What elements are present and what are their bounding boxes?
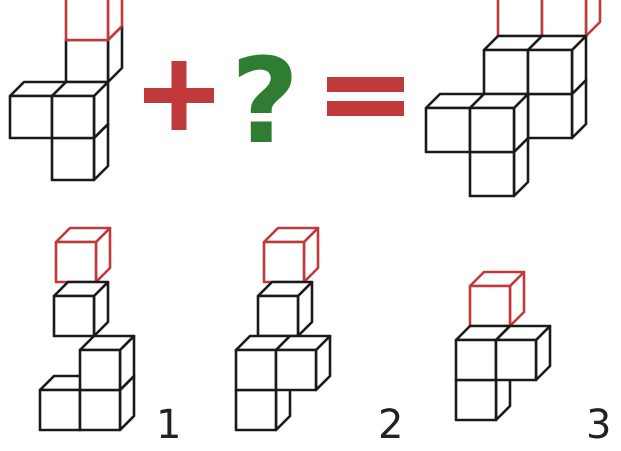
figure-base-shape xyxy=(8,0,124,182)
option-2-shape[interactable] xyxy=(234,226,332,432)
cube-front-face xyxy=(8,94,54,140)
cube-front-face xyxy=(50,94,96,140)
equals-bottom-bar xyxy=(327,101,404,116)
option-1-shape[interactable] xyxy=(38,226,136,432)
cube-front-face xyxy=(526,92,574,140)
cube-front-face xyxy=(468,150,516,198)
cube-front-face xyxy=(496,0,544,38)
cube-front-face xyxy=(78,348,122,392)
cube-front-face xyxy=(38,388,82,432)
cube-front-face xyxy=(274,348,318,392)
option-2-label[interactable]: 2 xyxy=(378,402,403,448)
cube-front-face xyxy=(468,106,516,154)
cube-front-face xyxy=(424,106,472,154)
equals-operator xyxy=(327,77,404,116)
equals-top-bar xyxy=(327,77,404,92)
question-mark: ? xyxy=(231,32,299,170)
cube-side-face xyxy=(584,0,602,38)
cube-front-face xyxy=(482,48,530,96)
cube-front-face xyxy=(54,240,98,284)
cube-front-face xyxy=(454,378,498,422)
option-1-label[interactable]: 1 xyxy=(156,402,181,448)
cube-front-face xyxy=(256,294,300,338)
figure-result-shape xyxy=(424,0,602,198)
cube-front-face xyxy=(468,284,512,328)
plus-vertical-bar xyxy=(171,61,187,130)
cube-front-face xyxy=(234,348,278,392)
cube-front-face xyxy=(454,338,498,382)
cube-front-face xyxy=(262,240,306,284)
cube-front-face xyxy=(234,388,278,432)
cube-front-face xyxy=(540,0,588,38)
cube-front-face xyxy=(526,48,574,96)
cube-front-face xyxy=(64,0,110,42)
cube-front-face xyxy=(64,38,110,84)
cube-front-face xyxy=(78,388,122,432)
plus-operator xyxy=(144,61,214,130)
cube-front-face xyxy=(52,294,96,338)
option-3-label[interactable]: 3 xyxy=(586,402,611,448)
cube-front-face xyxy=(50,136,96,182)
option-3-shape[interactable] xyxy=(454,270,552,422)
cube-front-face xyxy=(494,338,538,382)
